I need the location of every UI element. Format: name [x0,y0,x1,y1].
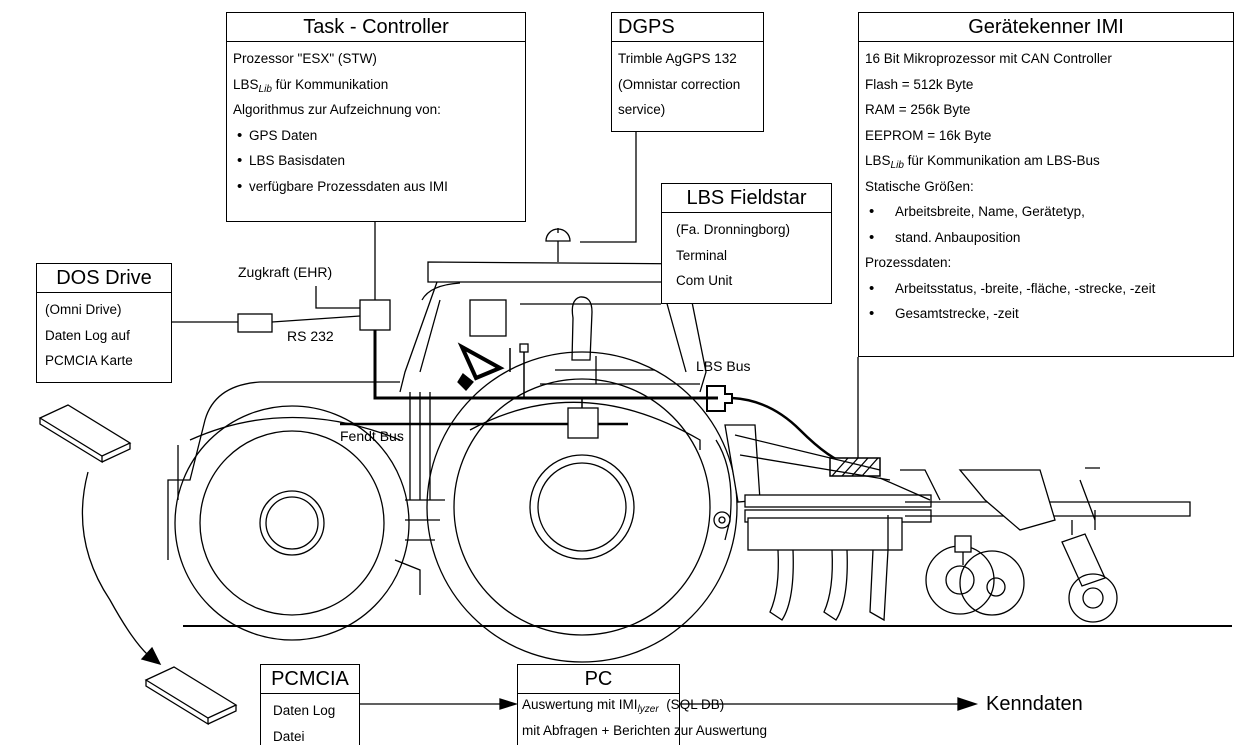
pc-line-1: Auswertung mit IMIlyzer (SQL DB) [522,692,675,718]
rs232-label: RS 232 [287,328,334,344]
lbs-text: LBS [233,77,259,92]
pcmcia-line: Daten Log [273,698,353,724]
geraetekenner-line: RAM = 256k Byte [865,97,1227,123]
task-controller-title: Task - Controller [227,13,525,42]
pcmcia-title: PCMCIA [261,665,359,694]
pc-line-2: mit Abfragen + Berichten zur Auswertung [522,718,675,744]
process-label: Prozessdaten: [865,250,1227,276]
lyzer-subscript: lyzer [638,704,659,715]
pc-title: PC [518,665,679,694]
task-controller-line: für Kommunikation [276,77,389,92]
task-controller-line: Prozessor "ESX" (STW) [233,46,519,72]
geraetekenner-line: für Kommunikation am LBS-Bus [908,153,1100,168]
dgps-line: (Omnistar correction [618,72,757,98]
static-bullet: stand. Anbauposition [865,225,1227,251]
lib-subscript: Lib [891,160,904,171]
fieldstar-title: LBS Fieldstar [662,184,831,213]
dgps-line: Trimble AgGPS 132 [618,46,757,72]
static-label: Statische Größen: [865,174,1227,200]
dos-drive-line: Daten Log auf [45,323,165,349]
task-controller-box: Task - Controller Prozessor "ESX" (STW) … [226,12,526,222]
fieldstar-line: Terminal [676,243,825,269]
dos-drive-title: DOS Drive [37,264,171,293]
kenndaten-label: Kenndaten [986,693,1083,715]
static-bullet: Arbeitsbreite, Name, Gerätetyp, [865,199,1227,225]
lbs-text: LBS [865,153,891,168]
fieldstar-line: Com Unit [676,268,825,294]
process-bullet: Gesamtstrecke, -zeit [865,301,1227,327]
dgps-line: service) [618,97,757,123]
geraetekenner-line: 16 Bit Mikroprozessor mit CAN Controller [865,46,1227,72]
task-controller-bullet: GPS Daten [233,123,519,149]
geraetekenner-line: Flash = 512k Byte [865,72,1227,98]
pc-line-1-text: Auswertung mit IMI [522,697,638,712]
pcmcia-line: Datei [273,724,353,745]
pc-body-box: Auswertung mit IMIlyzer (SQL DB) mit Abf… [517,692,680,745]
zugkraft-label: Zugkraft (EHR) [238,264,332,280]
fieldstar-line: (Fa. Dronningborg) [676,217,825,243]
dos-drive-line: PCMCIA Karte [45,348,165,374]
dos-drive-box: DOS Drive (Omni Drive) Daten Log auf PCM… [36,263,172,383]
process-bullet: Arbeitsstatus, -breite, -fläche, -streck… [865,276,1227,302]
fendt-bus-label: Fendt Bus [340,428,404,444]
pc-line-1-suffix: (SQL DB) [666,697,724,712]
geraetekenner-title: Gerätekenner IMI [859,13,1233,42]
dos-drive-line: (Omni Drive) [45,297,165,323]
dgps-box: DGPS Trimble AgGPS 132 (Omnistar correct… [611,12,764,132]
fieldstar-box: LBS Fieldstar (Fa. Dronningborg) Termina… [661,183,832,304]
dgps-title: DGPS [612,13,763,42]
lib-subscript: Lib [259,84,272,95]
pcmcia-box: PCMCIA Daten Log Datei [260,664,360,745]
geraetekenner-line: EEPROM = 16k Byte [865,123,1227,149]
task-controller-lbs-line: LBSLib für Kommunikation [233,72,519,98]
task-controller-bullet: LBS Basisdaten [233,148,519,174]
geraetekenner-box: Gerätekenner IMI 16 Bit Mikroprozessor m… [858,12,1234,357]
lbs-bus-label: LBS Bus [696,358,750,374]
task-controller-line: Algorithmus zur Aufzeichnung von: [233,97,519,123]
geraetekenner-lbs-line: LBSLib für Kommunikation am LBS-Bus [865,148,1227,174]
task-controller-bullet: verfügbare Prozessdaten aus IMI [233,174,519,200]
